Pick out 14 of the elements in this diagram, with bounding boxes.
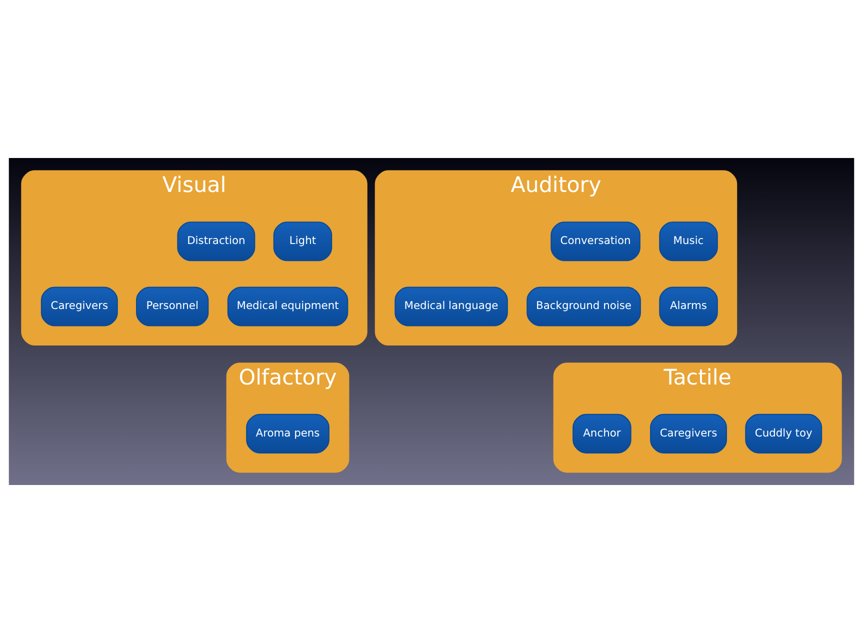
node-box: Conversation <box>550 222 640 262</box>
node-box: Medical language <box>394 286 508 326</box>
node-box: Light <box>273 222 332 262</box>
node-box: Personnel <box>136 286 209 326</box>
node-box: Aroma pens <box>246 414 330 454</box>
node-box: Alarms <box>659 286 718 326</box>
node-box: Background noise <box>526 286 641 326</box>
node-box: Caregivers <box>650 414 727 454</box>
node-box: Distraction <box>177 222 256 262</box>
node-box: Anchor <box>572 414 632 454</box>
node-box: Cuddly toy <box>745 414 822 454</box>
node-box: Medical equipment <box>227 286 348 326</box>
node-box: Music <box>659 222 718 262</box>
node-box: Caregivers <box>40 286 118 326</box>
